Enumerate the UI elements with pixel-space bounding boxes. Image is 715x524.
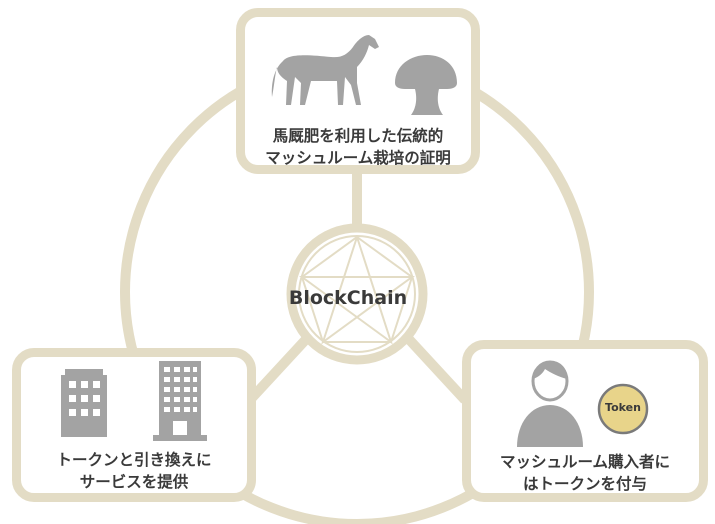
mushroom-icon xyxy=(395,55,457,115)
person-icon xyxy=(517,360,583,447)
node-top: 馬厩肥を利用した伝統的 マッシュルーム栽培の証明 xyxy=(236,8,480,174)
node-left-line2: サービスを提供 xyxy=(79,473,189,491)
node-left-text: トークンと引き換えに サービスを提供 xyxy=(21,449,247,493)
center-label: BlockChain xyxy=(288,287,408,309)
token-label: Token xyxy=(605,401,641,414)
node-top-line1: 馬厩肥を利用した伝統的 xyxy=(272,127,444,145)
token-coin-icon xyxy=(597,383,649,435)
spoke-left xyxy=(246,331,314,404)
office-building-icon xyxy=(153,361,207,441)
node-left: トークンと引き換えに サービスを提供 xyxy=(12,348,256,502)
node-right-text: マッシュルーム購入者に はトークンを付与 xyxy=(471,451,699,495)
node-top-text: 馬厩肥を利用した伝統的 マッシュルーム栽培の証明 xyxy=(245,125,471,169)
building-icon xyxy=(61,369,107,437)
node-left-line1: トークンと引き換えに xyxy=(56,451,212,469)
node-right-line2: はトークンを付与 xyxy=(522,475,647,493)
pentagram-icon xyxy=(298,235,416,353)
spoke-right xyxy=(401,331,469,404)
node-top-line2: マッシュルーム栽培の証明 xyxy=(265,149,451,167)
horse-icon xyxy=(271,35,379,105)
node-right-line1: マッシュルーム購入者に xyxy=(499,453,671,471)
node-right: Token マッシュルーム購入者に はトークンを付与 xyxy=(462,340,708,502)
